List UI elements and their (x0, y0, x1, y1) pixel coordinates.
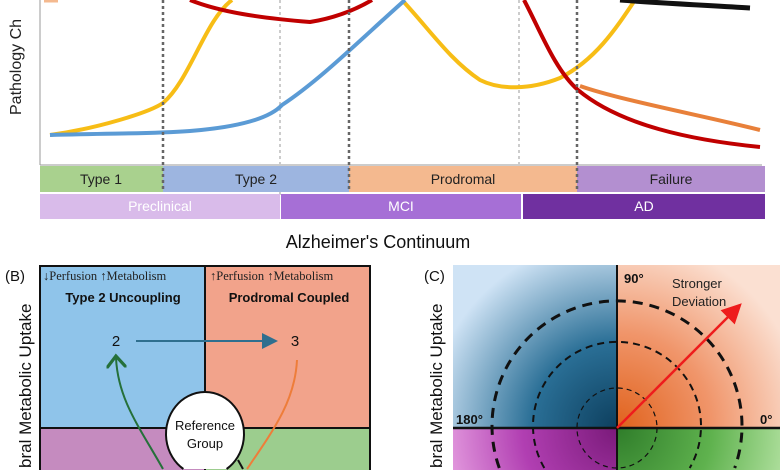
stage-label: Type 1 (80, 171, 122, 187)
stage-type1 (40, 166, 163, 192)
title-type2-uncoupling: Type 2 Uncoupling (65, 290, 180, 305)
clinical-preclinical (40, 194, 280, 219)
stage-bar: Type 1 Type 2 Prodromal Failure (40, 166, 765, 192)
x-axis-label: Alzheimer's Continuum (286, 232, 471, 252)
blue-curve (49, 0, 407, 137)
orange-curve (579, 84, 761, 132)
red-curve (522, 0, 761, 149)
arrow-label: Stronger (672, 276, 723, 291)
quadrant-purple (453, 428, 617, 470)
deviation-arrow (616, 303, 742, 429)
clinical-label: AD (634, 198, 653, 214)
green-arrow (116, 358, 164, 470)
arrow-label: Deviation (672, 294, 726, 309)
stage-label: Failure (650, 171, 693, 187)
red-curve (189, 0, 374, 25)
stage-failure (577, 166, 765, 192)
angle-90-label: 90° (624, 271, 644, 286)
yellow-curve (400, 0, 637, 90)
clinical-label: MCI (388, 198, 414, 214)
header-left: ↓Perfusion ↑Metabolism (43, 269, 167, 283)
stage-label: Prodromal (431, 171, 496, 187)
y-axis-label: bral Metabolic Uptake (427, 304, 446, 468)
angle-0-label: 0° (760, 412, 772, 427)
y-axis-label: Pathology Ch (8, 19, 25, 115)
deviation-ring-inner (576, 387, 658, 469)
panel-label: (C) (424, 268, 445, 285)
deviation-ring-outer (490, 299, 744, 469)
black-curve (619, 0, 751, 11)
clinical-label: Preclinical (128, 198, 192, 214)
stage-prodromal (349, 166, 577, 192)
header-right: ↑Perfusion ↑Metabolism (210, 269, 334, 283)
reference-label: Reference (175, 418, 235, 433)
clinical-mci (281, 194, 521, 219)
title-prodromal-coupled: Prodromal Coupled (229, 290, 350, 305)
circle-tail (237, 459, 244, 470)
panel-c: (C) bral Metabolic Uptake 90° 180° 0° St… (424, 265, 780, 470)
quadrant-type2-uncoupling (40, 266, 205, 428)
clinical-ad (523, 194, 765, 219)
panel-b: (B) bral Metabolic Uptake ↓Perfusion ↑Me… (5, 265, 371, 470)
panel-a: Pathology Ch Type 1 Type 2 Prodromal Fai… (8, 0, 765, 252)
node-3: 3 (291, 333, 299, 350)
reference-label: Group (187, 436, 223, 451)
orange-arrow (246, 359, 298, 470)
reference-group-circle (165, 391, 245, 470)
clinical-bar: Preclinical MCI AD (40, 194, 765, 219)
stage-label: Type 2 (235, 171, 277, 187)
node-2: 2 (112, 333, 120, 350)
yellow-curve (49, 0, 234, 137)
angle-180-label: 180° (456, 412, 483, 427)
y-axis-label: bral Metabolic Uptake (16, 304, 35, 468)
stage-type2 (163, 166, 349, 192)
deviation-ring-middle (532, 341, 702, 469)
panel-label: (B) (5, 268, 25, 285)
